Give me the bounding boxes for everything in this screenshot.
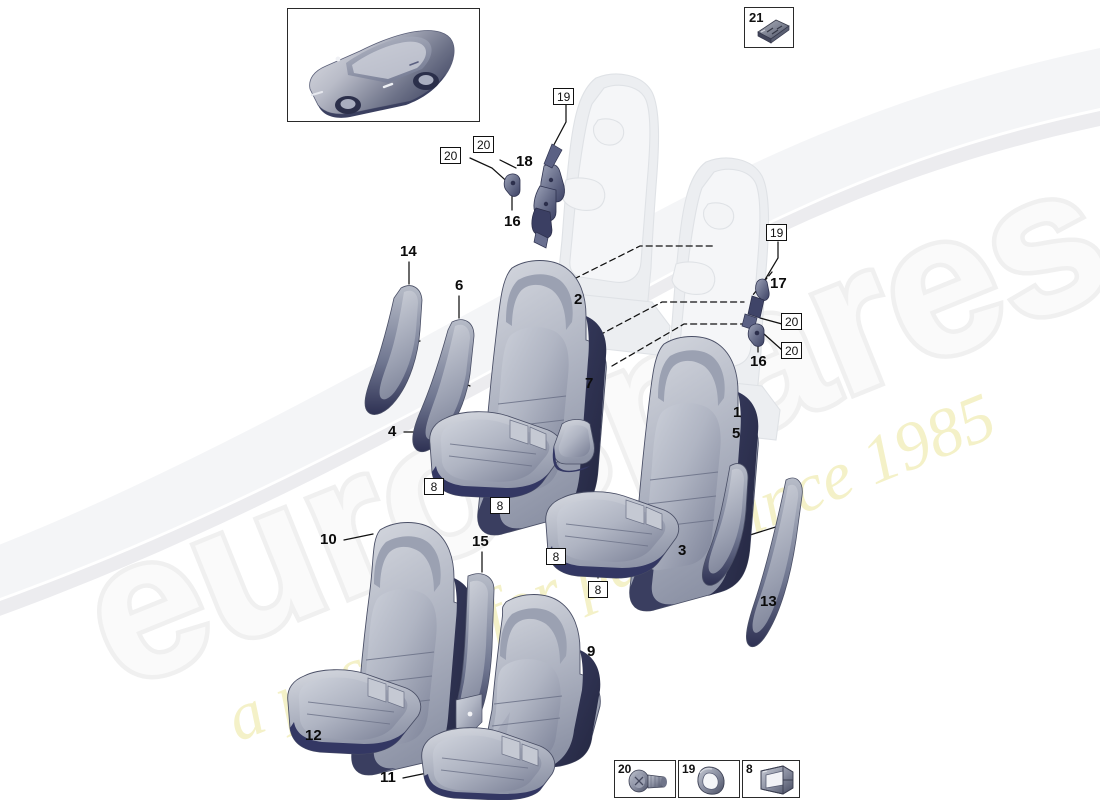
callout-5: 5	[732, 425, 741, 442]
part-4	[429, 411, 564, 499]
part-17	[741, 278, 770, 331]
vehicle-inset-box	[287, 8, 480, 122]
control-module-icon	[757, 19, 790, 44]
callout-11: 11	[380, 769, 396, 786]
legend-cell-8: 8	[742, 760, 800, 798]
boxed-callout-8-d: 8	[588, 581, 608, 598]
part-5	[702, 463, 749, 586]
boxed-callout-20-upper-a: 20	[473, 136, 495, 153]
vehicle-illustration	[309, 30, 455, 118]
callout-3: 3	[678, 542, 687, 559]
callout-9: 9	[587, 643, 596, 660]
part-11	[421, 727, 556, 800]
part-3	[545, 491, 680, 579]
boxed-callout-19-right: 19	[766, 224, 788, 241]
legend-number-19: 19	[682, 762, 696, 776]
inset-21-number: 21	[749, 10, 764, 25]
callout-1: 1	[733, 404, 742, 421]
part-7	[552, 419, 595, 473]
part-12	[287, 669, 422, 755]
boxed-callout-20-right-b: 20	[781, 342, 803, 359]
boxed-callout-8-a: 8	[424, 478, 444, 495]
callout-16-right: 16	[750, 353, 767, 370]
boxed-callout-19-upper: 19	[553, 88, 575, 105]
callout-18: 18	[516, 153, 533, 170]
callout-13: 13	[760, 593, 777, 610]
part-13	[746, 477, 803, 648]
legend-number-20: 20	[618, 762, 632, 776]
callout-14: 14	[400, 243, 417, 260]
component-21-inset-box: 21	[744, 7, 794, 48]
callout-6: 6	[455, 277, 464, 294]
legend-cell-19: 19	[678, 760, 740, 798]
part-18	[531, 143, 565, 249]
legend-number-8: 8	[746, 762, 753, 776]
clip-bracket-icon	[760, 765, 794, 795]
part-14	[364, 285, 423, 415]
part-16-right	[747, 323, 765, 347]
boxed-callout-8-b: 8	[490, 497, 510, 514]
callout-15: 15	[472, 533, 489, 550]
legend-cell-20: 20	[614, 760, 676, 798]
callout-17: 17	[770, 275, 787, 292]
callout-4: 4	[388, 423, 397, 440]
boxed-callout-20-right-a: 20	[781, 313, 803, 330]
callout-10: 10	[320, 531, 337, 548]
callout-16-left: 16	[504, 213, 521, 230]
callout-12: 12	[305, 727, 322, 744]
callout-2: 2	[574, 291, 583, 308]
boxed-callout-8-c: 8	[546, 548, 566, 565]
part-16-left	[503, 173, 521, 197]
callout-7: 7	[585, 375, 594, 392]
boxed-callout-20-upper-b: 20	[440, 147, 462, 164]
grommet-icon	[697, 766, 725, 795]
part-15	[455, 573, 495, 735]
screw-icon	[628, 769, 667, 793]
